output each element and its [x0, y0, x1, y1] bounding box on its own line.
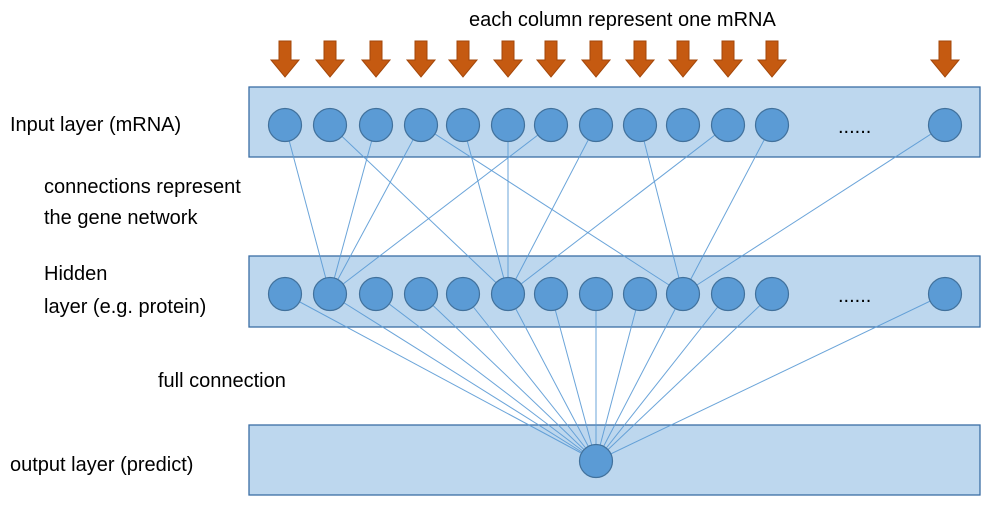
- column-caption: each column represent one mRNA: [469, 9, 776, 31]
- connections-label-line1: connections represent: [44, 176, 241, 198]
- full-connection-label: full connection: [158, 370, 286, 392]
- hidden-node: [710, 276, 746, 312]
- gene-network-edge: [329, 124, 509, 295]
- hidden-node: [533, 276, 569, 312]
- full-connection-edge: [595, 293, 684, 462]
- input-node: [622, 107, 658, 143]
- full-connection-edges: [284, 293, 946, 462]
- hidden-layer-label-line1: Hidden: [44, 263, 107, 285]
- gene-network-edges: [284, 124, 946, 295]
- hidden-node: [267, 276, 303, 312]
- input-layer-ellipsis: ......: [838, 116, 871, 138]
- input-node: [358, 107, 394, 143]
- input-node: [665, 107, 701, 143]
- gene-network-edge: [682, 124, 773, 295]
- hidden-node: [358, 276, 394, 312]
- input-node: [710, 107, 746, 143]
- full-connection-edge: [462, 293, 597, 462]
- down-arrow-icon: [712, 40, 744, 78]
- full-connection-edge: [595, 293, 946, 462]
- input-node: [754, 107, 790, 143]
- gene-network-edge: [682, 124, 946, 295]
- hidden-node: [754, 276, 790, 312]
- hidden-node: [490, 276, 526, 312]
- gene-network-edge: [639, 124, 684, 295]
- input-layer-label: Input layer (mRNA): [10, 114, 181, 136]
- output-nodes: [578, 443, 614, 479]
- output-layer-label: output layer (predict): [10, 454, 193, 476]
- hidden-node: [403, 276, 439, 312]
- full-connection-edge: [595, 293, 729, 462]
- output-node: [578, 443, 614, 479]
- gene-network-edge: [284, 124, 331, 295]
- gene-network-edge: [329, 124, 552, 295]
- down-arrow-icon: [929, 40, 961, 78]
- input-node: [490, 107, 526, 143]
- input-node: [533, 107, 569, 143]
- hidden-nodes: [267, 276, 963, 312]
- gene-network-edge: [329, 124, 422, 295]
- down-arrow-icon: [447, 40, 479, 78]
- down-arrow-icon: [580, 40, 612, 78]
- gene-network-edge: [507, 124, 597, 295]
- input-node: [445, 107, 481, 143]
- hidden-node: [622, 276, 658, 312]
- full-connection-edge: [507, 293, 597, 462]
- connections-label-line2: the gene network: [44, 207, 198, 229]
- output-layer-band: [248, 424, 981, 496]
- hidden-node: [445, 276, 481, 312]
- gene-network-edge: [329, 124, 377, 295]
- down-arrow-icon: [756, 40, 788, 78]
- gene-network-edge: [462, 124, 509, 295]
- down-arrow-icon: [535, 40, 567, 78]
- full-connection-edge: [329, 293, 597, 462]
- full-connection-edge: [550, 293, 597, 462]
- full-connection-edge: [595, 293, 773, 462]
- full-connection-edge: [420, 293, 597, 462]
- hidden-layer-ellipsis: ......: [838, 285, 871, 307]
- hidden-layer-label-line2: layer (e.g. protein): [44, 296, 206, 318]
- full-connection-edge: [375, 293, 597, 462]
- input-node: [312, 107, 348, 143]
- gene-network-edge: [507, 124, 729, 295]
- hidden-node: [665, 276, 701, 312]
- hidden-node: [578, 276, 614, 312]
- input-node: [578, 107, 614, 143]
- hidden-node: [927, 276, 963, 312]
- down-arrow-icon: [667, 40, 699, 78]
- input-nodes: [267, 107, 963, 143]
- full-connection-edge: [595, 293, 641, 462]
- down-arrow-icon: [314, 40, 346, 78]
- down-arrow-icon: [624, 40, 656, 78]
- down-arrow-icon: [492, 40, 524, 78]
- input-node: [267, 107, 303, 143]
- down-arrow-icon: [360, 40, 392, 78]
- input-node: [927, 107, 963, 143]
- down-arrow-icon: [269, 40, 301, 78]
- full-connection-edge: [284, 293, 597, 462]
- input-node: [403, 107, 439, 143]
- down-arrow-icon: [405, 40, 437, 78]
- mrna-arrows: [269, 40, 961, 78]
- hidden-node: [312, 276, 348, 312]
